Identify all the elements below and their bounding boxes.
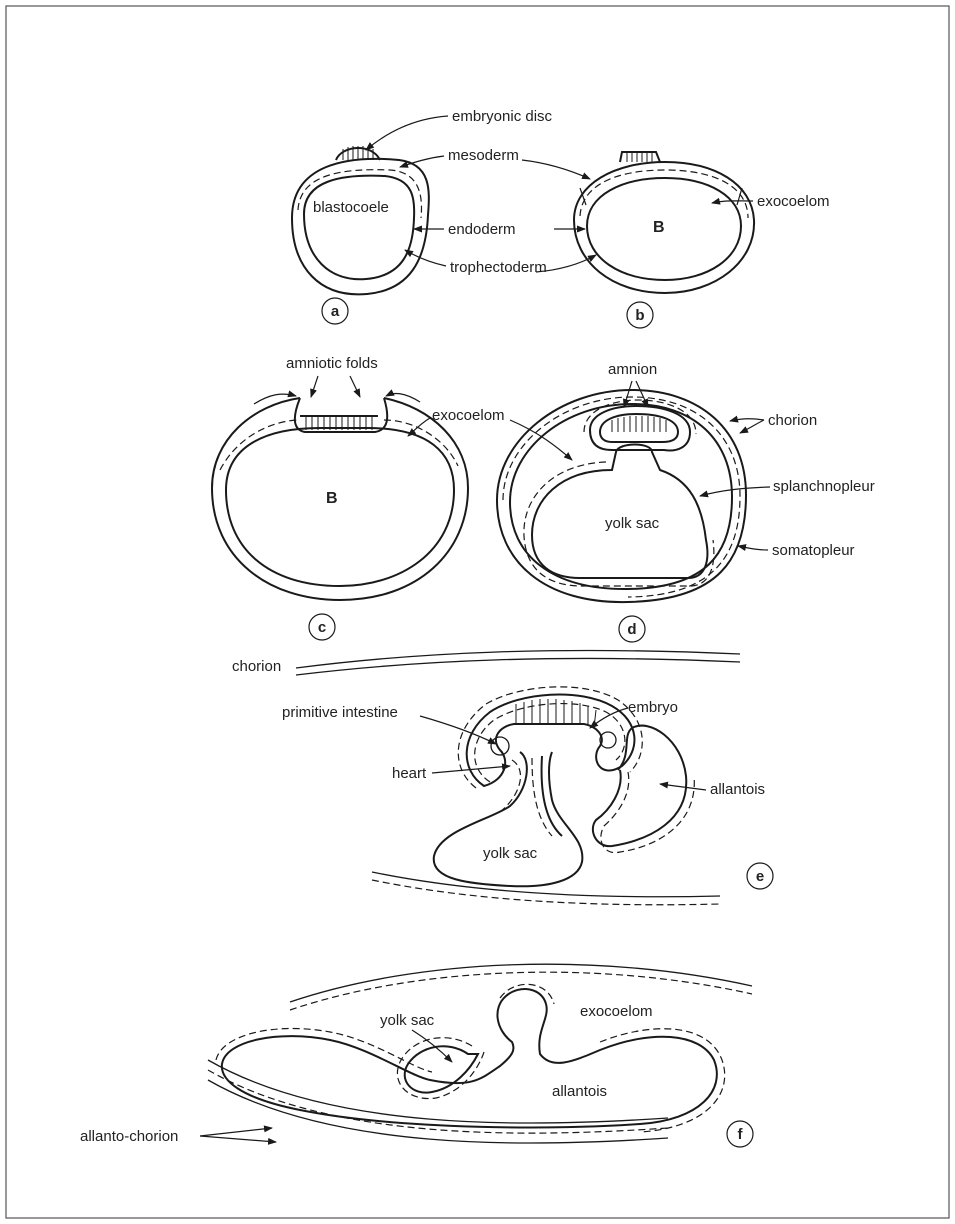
label-embryonic-disc: embryonic disc <box>452 108 553 125</box>
label-allantois-e: allantois <box>710 781 765 798</box>
label-yolk-sac-f: yolk sac <box>380 1012 435 1029</box>
panel-label-a: a <box>331 303 340 320</box>
panel-a: embryonic disc mesoderm blastocoele endo… <box>292 108 553 324</box>
panel-label-f: f <box>738 1126 744 1143</box>
panel-label-b: b <box>635 307 644 324</box>
label-yolk-sac-e: yolk sac <box>483 845 538 862</box>
label-exocoelom-c: exocoelom <box>432 407 505 424</box>
label-endoderm: endoderm <box>448 221 516 238</box>
panel-c: amniotic folds exocoelom B c <box>212 355 505 640</box>
panel-b: B exocoelom b <box>522 152 830 328</box>
panel-d: amnion chorion splanchnopleur yolk sac s… <box>497 361 875 642</box>
label-somatopleur: somatopleur <box>772 542 855 559</box>
label-amniotic-folds: amniotic folds <box>286 355 378 372</box>
label-chorion-d: chorion <box>768 412 817 429</box>
label-trophectoderm: trophectoderm <box>450 259 547 276</box>
panel-label-e: e <box>756 868 764 885</box>
label-allanto-chorion: allanto-chorion <box>80 1128 178 1145</box>
label-exocoelom-f: exocoelom <box>580 1003 653 1020</box>
label-blastocoele: blastocoele <box>313 199 389 216</box>
label-b-blastocoele: B <box>653 219 665 236</box>
panel-label-d: d <box>627 621 636 638</box>
page-border <box>6 6 949 1218</box>
panel-e: chorion primitive intestine embryo heart… <box>232 650 773 904</box>
label-primitive-intestine: primitive intestine <box>282 704 398 721</box>
panel-label-c: c <box>318 619 326 636</box>
label-embryo: embryo <box>628 699 678 716</box>
label-allantois-f: allantois <box>552 1083 607 1100</box>
label-amnion: amnion <box>608 361 657 378</box>
label-heart: heart <box>392 765 427 782</box>
label-splanchnopleur: splanchnopleur <box>773 478 875 495</box>
label-yolk-sac-d: yolk sac <box>605 515 660 532</box>
label-mesoderm: mesoderm <box>448 147 519 164</box>
panel-f: yolk sac exocoelom allantois allanto-cho… <box>80 964 753 1147</box>
label-b-c: B <box>326 490 338 507</box>
label-exocoelom-b: exocoelom <box>757 193 830 210</box>
label-chorion-e: chorion <box>232 658 281 675</box>
